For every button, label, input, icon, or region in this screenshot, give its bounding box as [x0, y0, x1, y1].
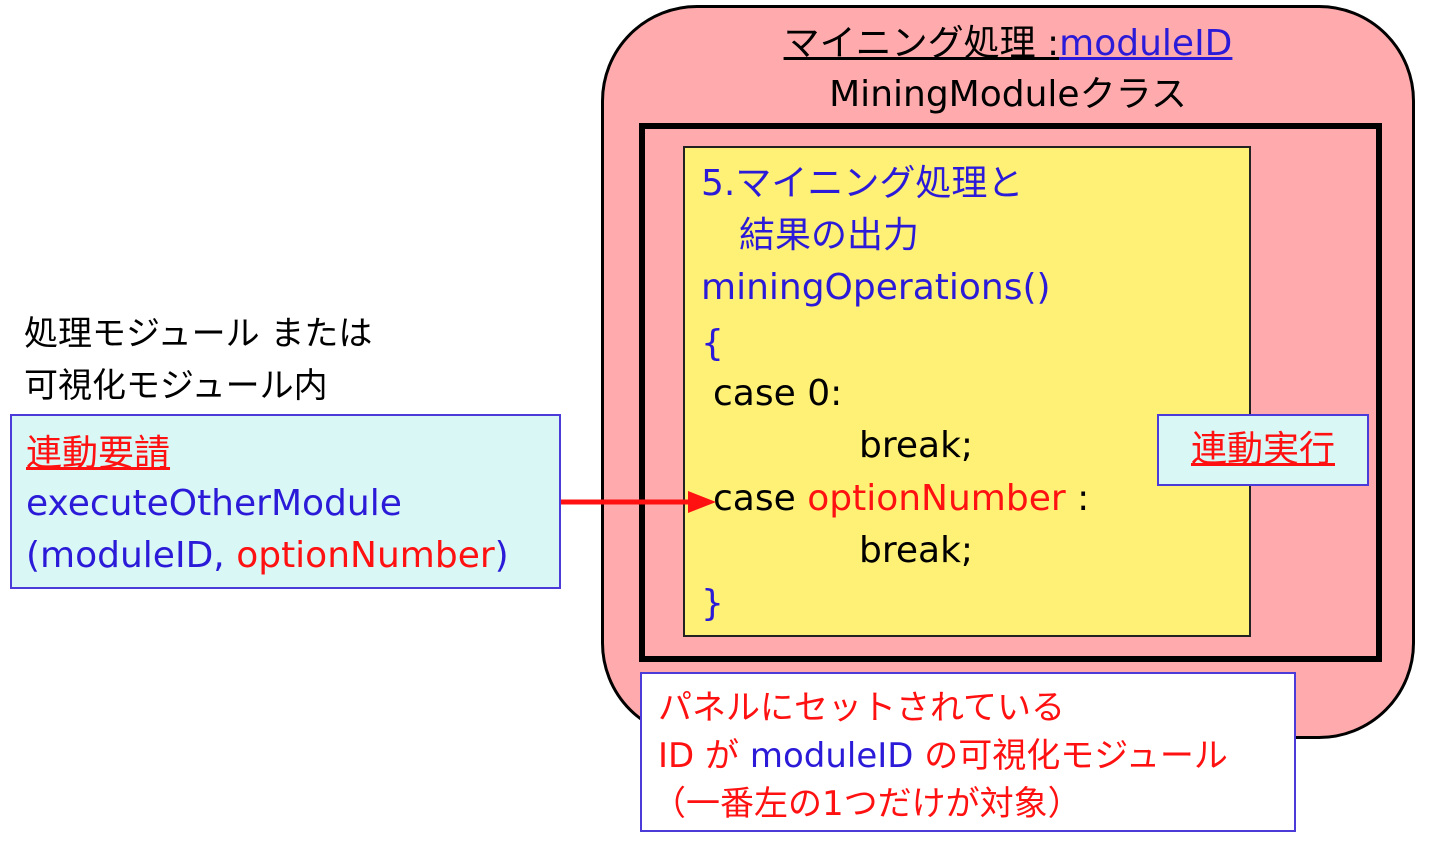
call-option-number: optionNumber: [236, 535, 495, 576]
caller-context-line2: 可視化モジュール内: [24, 366, 328, 406]
execute-label-box: 連動実行: [1157, 414, 1369, 486]
method-close-brace: }: [701, 583, 724, 624]
target-note-line2: ID が moduleID の可視化モジュール: [658, 730, 1228, 782]
note-line2-rest: の可視化モジュール: [913, 736, 1228, 776]
request-call-name: executeOtherModule: [26, 483, 402, 524]
method-break-1: break;: [859, 425, 974, 466]
request-title: 連動要請: [26, 433, 171, 474]
execute-label: 連動実行: [1190, 429, 1335, 470]
module-title-main: マイニング処理 :: [783, 23, 1060, 64]
case-prefix: case: [713, 478, 808, 519]
target-note-line1: パネルにセットされている: [658, 688, 1065, 728]
arrow-head: [688, 491, 716, 513]
request-box: [10, 414, 561, 589]
module-title: マイニング処理 :moduleID: [601, 22, 1415, 66]
call-args-open: (moduleID,: [26, 535, 237, 576]
method-box: [683, 146, 1251, 637]
note-id-prefix: ID が: [658, 736, 750, 776]
method-break-2: break;: [859, 530, 974, 571]
module-class-name: MiningModuleクラス: [829, 74, 1187, 115]
method-case-0: case 0:: [713, 373, 843, 414]
note-module-id: moduleID: [749, 736, 914, 776]
target-note-line3: （一番左の1つだけが対象）: [652, 784, 1082, 824]
method-open-brace: {: [701, 323, 724, 364]
request-call-args: (moduleID, optionNumber): [26, 530, 509, 582]
case-suffix: :: [1065, 478, 1090, 519]
target-note-box: [640, 672, 1296, 832]
method-case-option: case optionNumber :: [713, 473, 1089, 525]
caller-context-line1: 処理モジュール または: [24, 314, 373, 354]
module-title-id: moduleID: [1059, 23, 1233, 64]
method-heading-line2: 結果の出力: [739, 215, 920, 256]
inner-frame: [639, 123, 1382, 662]
method-heading-line1: 5.マイニング処理と: [701, 163, 1024, 204]
call-args-close: ): [494, 535, 509, 576]
case-option-number: optionNumber: [807, 478, 1066, 519]
method-signature: miningOperations(): [701, 267, 1051, 308]
